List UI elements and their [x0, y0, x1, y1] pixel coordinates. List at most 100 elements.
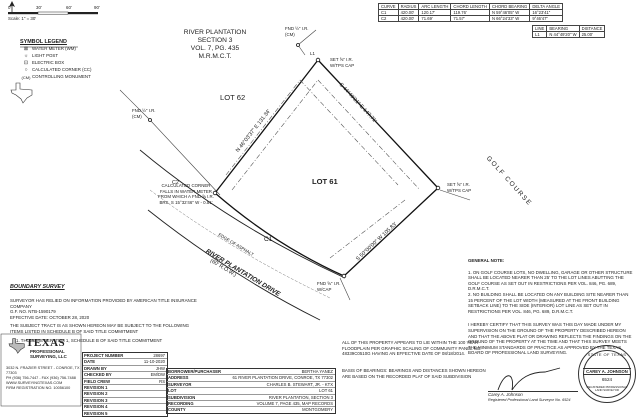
legend-label: ELECTRIC BOX: [32, 60, 65, 66]
point-fnd-bottom: FND ⅝" I.R. W/CAP: [317, 281, 341, 292]
note-line: FROM WHICH A FND ⅝ I.R.: [158, 194, 214, 200]
title-commitment-notes: SURVEYOR HAS RELIED ON INFORMATION PROVI…: [10, 298, 200, 343]
cell: DATE: [84, 359, 96, 365]
subdivision-section: SECTION 3: [197, 37, 233, 44]
plat-drawing: [0, 1, 561, 407]
curve-table-header: CURVE RADIUS ARC LENGTH CHORD LENGTH CHO…: [378, 3, 564, 10]
subdivision-heading: RIVER PLANTATION SECTION 3 VOL. 7, PG. 4…: [175, 29, 255, 61]
adjacent-lot-lines: [119, 29, 471, 301]
seal-caption: REGISTERED PROFESSIONAL LAND SURVEYOR: [586, 385, 628, 393]
note-line: BRS. S 15°32'46" W - 0.51': [159, 199, 213, 205]
point-set-right: SET ⅝" I.R. W/TPS CAP: [447, 182, 471, 193]
cell: RS: [159, 378, 165, 384]
note-line: FALLS IN WATER METER: [160, 188, 212, 194]
setback-lines: [225, 79, 421, 259]
lot-62-label: LOT 62: [220, 93, 246, 102]
scale-tick: 90': [94, 5, 100, 10]
table-row: REVISION 1: [83, 383, 167, 390]
road-edges: [139, 149, 346, 321]
phone: PH (936) 756-7447 - FAX (936) 756-7488: [6, 376, 76, 380]
boundary-survey-title: BOUNDARY SURVEY: [10, 284, 65, 290]
note-text: THE SUBJECT TRACT IS AS SHOWN HEREON MAY…: [10, 323, 190, 334]
legend-item: ⊡ ELECTRIC BOX: [20, 60, 130, 67]
cell: [126, 391, 167, 396]
cell: REVISION 2: [84, 391, 108, 397]
cell: RIVER PLANTATION, SECTION 3: [268, 394, 333, 400]
point-label: SET ⅝" I.R.: [330, 57, 353, 62]
lot-61-label: LOT 61: [312, 177, 338, 186]
cell: CHECKED BY: [84, 372, 112, 378]
point-label: SET ⅝" I.R.: [447, 182, 470, 187]
company-block: TEXAS PROFESSIONAL SURVEYING, LLC 3032 N…: [4, 336, 80, 404]
calculated-corner-icon: ○: [24, 67, 28, 74]
table-row: DATE 11-10-2020: [83, 358, 167, 364]
curve-c1-label: C1: [264, 236, 273, 243]
legend-label: LIGHT POST: [32, 53, 59, 59]
line-l1-label: L1: [310, 51, 315, 56]
point-label: FND ⅝" I.R.: [317, 281, 341, 286]
point-set-top: SET ⅝" I.R. W/TPS CAP: [330, 57, 354, 68]
cell: DRAWN BY: [84, 365, 107, 371]
scale-tick: 60': [66, 5, 72, 10]
subdivision-name: RIVER PLANTATION: [183, 29, 247, 36]
address: 3032 N. FRAZIER STREET - CONROE, TX 7730…: [6, 366, 80, 375]
point-label: W/CAP: [317, 286, 332, 292]
curve-col-header: CHORD BEARING: [488, 3, 531, 10]
point-fnd-top: FND ½" I.R. (CM): [285, 26, 309, 37]
table-row: C2 420.00' 71.69' 71.57' N 66°24'33" W 9…: [378, 15, 564, 22]
signature-block: Carey A. Johnson Registered Professional…: [488, 391, 578, 402]
company-sub: PROFESSIONAL: [30, 349, 65, 354]
cell: LOT: [168, 388, 177, 394]
note-line: CALCULATED CORNER: [161, 183, 211, 188]
cell: L1: [531, 31, 548, 38]
general-notes: GENERAL NOTE: 1. ON GOLF COURSE LOTS, NO…: [468, 258, 634, 356]
general-note: 1. ON GOLF COURSE LOTS, NO DWELLING, GAR…: [468, 269, 633, 292]
cell: MONTGOMERY: [302, 407, 333, 413]
symbol-legend: SYMBOL LEGEND ⊠ WATER METER (WM) ☼ LIGHT…: [20, 39, 130, 81]
bearing-basis-note: BASIS OF BEARINGS: BEARINGS AND DISTANCE…: [342, 368, 486, 379]
cell: [126, 385, 167, 390]
electric-box-icon: ⊡: [23, 60, 29, 67]
cell: 11-10-2020: [143, 359, 165, 365]
legend-label: WATER METER (WM): [32, 46, 76, 52]
texas-logo-icon: [8, 338, 25, 354]
company-name: TEXAS: [26, 337, 66, 349]
note-text: SURVEYOR HAS RELIED ON INFORMATION PROVI…: [10, 298, 197, 309]
curve-col-header: CHORD LENGTH: [450, 3, 490, 10]
table-row: L1 N 44°49'20" W 25.00': [531, 31, 606, 38]
legend-title: SYMBOL LEGEND: [20, 39, 67, 45]
cell: [126, 398, 167, 403]
cell: 25.00': [578, 31, 606, 38]
calculated-corner-note: CALCULATED CORNER FALLS IN WATER METER F…: [150, 183, 222, 205]
cell: COUNTY: [168, 407, 186, 413]
legend-item: (CM) CONTROLLING MONUMENT: [20, 74, 130, 81]
seal-state: STATE OF TEXAS: [587, 352, 627, 357]
point-label: (CM): [132, 113, 142, 119]
cell: REVISION 5: [84, 410, 108, 416]
lot-61-boundary: [214, 59, 439, 277]
legend-label: CONTROLLING MONUMENT: [32, 74, 91, 80]
light-post-icon: ☼: [23, 53, 29, 60]
point-fnd-left: FND ½" I.R. (CM): [132, 108, 156, 119]
cell: N 44°49'20" W: [546, 31, 580, 38]
curve-col-header: CURVE: [378, 3, 399, 10]
cell: SURVEYOR: [168, 381, 192, 387]
controlling-monument-icon: (CM): [21, 74, 31, 80]
scale-tick: 0': [8, 5, 12, 10]
table-row: REVISION 5: [83, 409, 167, 416]
scale-tick: 30': [36, 5, 42, 10]
scale-ticks: 0' 30' 60' 90': [6, 5, 106, 11]
general-notes-title: GENERAL NOTE:: [468, 258, 505, 263]
website-link[interactable]: WWW.SURVEYINGTEXAS.COM: [6, 381, 63, 385]
cell: 71.57': [450, 15, 490, 22]
texas-map-icon: [10, 82, 33, 104]
cell: C2: [378, 15, 399, 22]
cell: SUBDIVISION: [168, 394, 196, 400]
water-meter-icon: ⊠: [23, 46, 29, 53]
firm-number: FIRM REGISTRATION NO. 10056100: [6, 386, 71, 390]
